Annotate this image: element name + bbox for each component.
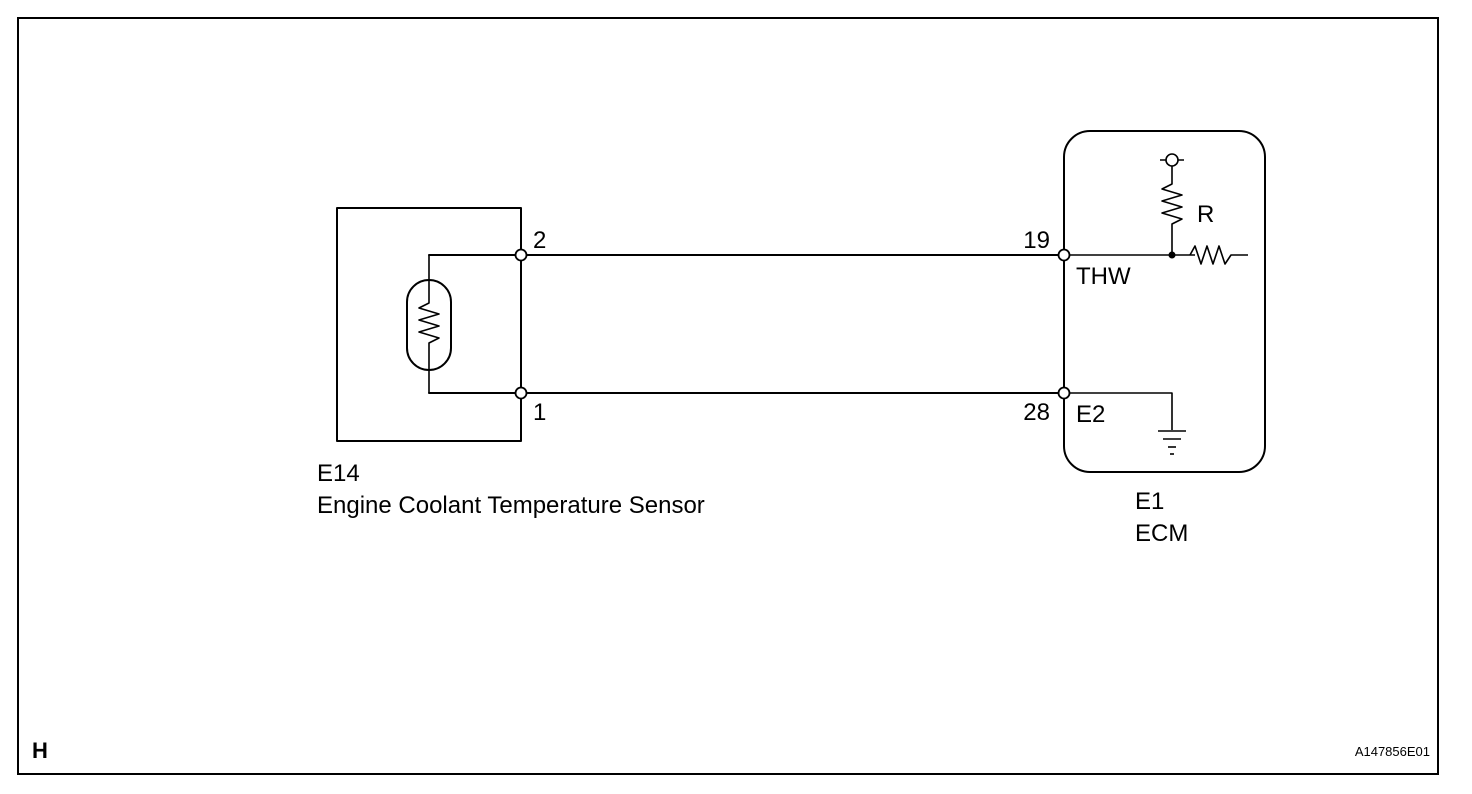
input-resistor-icon (1189, 245, 1248, 265)
sensor-component (336, 207, 522, 442)
ecm-pin-label-19: 19 (1023, 227, 1050, 254)
sensor-pin-2 (514, 248, 528, 262)
ecm-box (1063, 130, 1266, 473)
ecm-pin-19 (1057, 248, 1071, 262)
sensor-pin-1 (514, 386, 528, 400)
figure-code: A147856E01 (1355, 744, 1430, 759)
ecm-pin-label-28: 28 (1023, 399, 1050, 426)
thermistor-resistor-icon (418, 255, 440, 393)
ecm-component (1063, 130, 1266, 473)
diagram-frame (17, 17, 1439, 775)
ground-icon (1158, 430, 1186, 455)
sensor-box (336, 207, 522, 442)
corner-letter: H (32, 738, 48, 763)
ecm-terminal-thw: THW (1076, 263, 1131, 290)
sensor-connector-id: E14 (317, 460, 360, 487)
ecm-name: ECM (1135, 520, 1188, 547)
ecm-pin-28 (1057, 386, 1071, 400)
junction-dot (1168, 251, 1176, 259)
ecm-terminal-e2: E2 (1076, 401, 1105, 428)
pullup-resistor-icon (1161, 166, 1183, 255)
ecm-ground-trace (1064, 392, 1173, 430)
resistor-label: R (1197, 201, 1214, 228)
ecm-connector-id: E1 (1135, 488, 1164, 515)
sensor-name: Engine Coolant Temperature Sensor (317, 492, 705, 519)
supply-terminal-icon (1165, 153, 1179, 167)
sensor-pin-label-1: 1 (533, 399, 546, 426)
sensor-pin-label-2: 2 (533, 227, 546, 254)
